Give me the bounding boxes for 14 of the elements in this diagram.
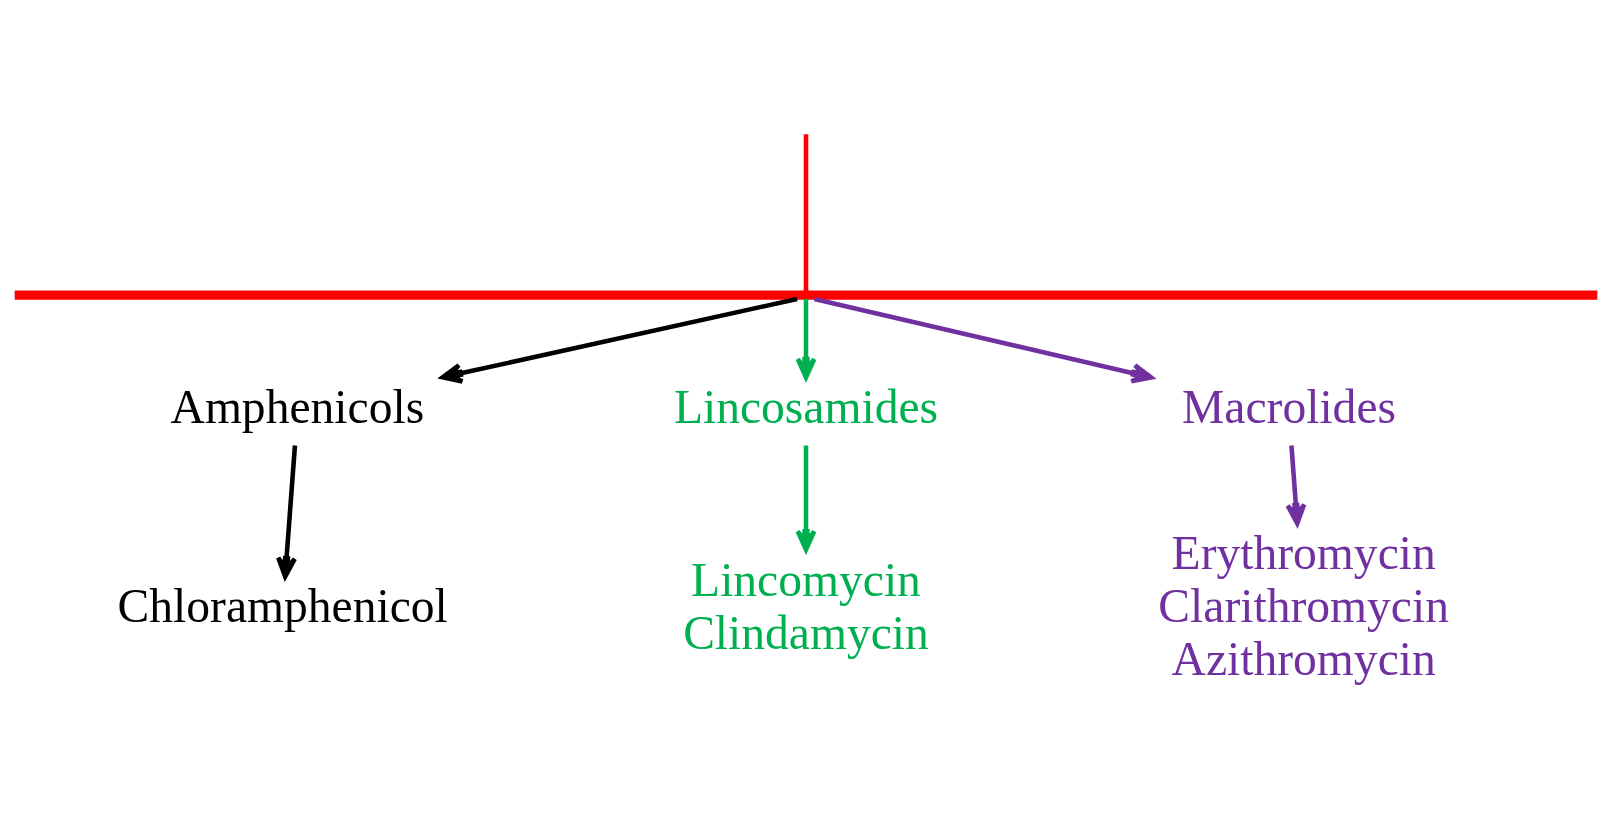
node-bar [14, 290, 1598, 300]
node-text: Amphenicols [170, 380, 425, 433]
node-text: Chloramphenicol [117, 579, 448, 632]
arrow [1285, 444, 1307, 526]
node-text: Macrolides [1182, 380, 1397, 433]
node-text: Erythromycin Clarithromycin Azithromycin [1158, 526, 1449, 685]
arrow [440, 296, 798, 384]
node-text: Lincosamides [673, 380, 939, 433]
arrow [276, 444, 298, 579]
arrow [795, 445, 817, 552]
connector [803, 133, 809, 291]
arrow [813, 296, 1154, 383]
arrow [795, 298, 817, 380]
node-text: Lincomycin Clindamycin [683, 553, 929, 659]
